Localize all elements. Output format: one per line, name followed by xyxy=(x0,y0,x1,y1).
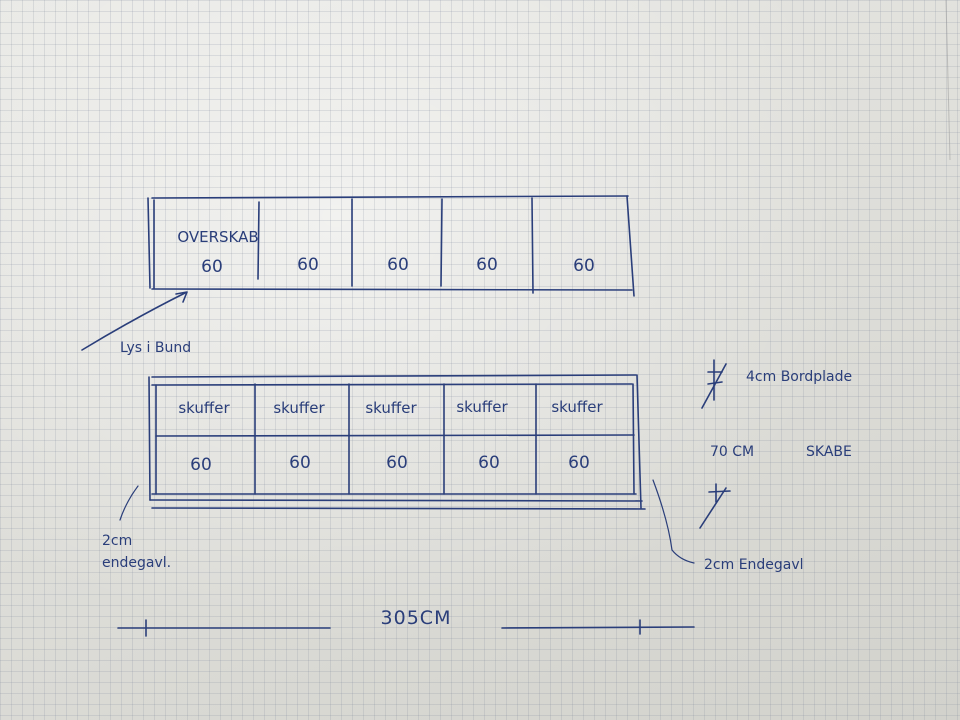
drawer-label: skuffer xyxy=(551,398,603,416)
upper-light-note: Lys i Bund xyxy=(120,340,191,356)
upper-cabinet-wall xyxy=(531,197,534,294)
left-end-pointer xyxy=(119,485,139,521)
countertop-top-edge xyxy=(151,374,637,378)
lower-cabinet-row: skuffer skuffer skuffer skuffer skuffer … xyxy=(148,374,646,510)
right-end-note: 2cm Endegavl xyxy=(704,557,804,573)
cabinet-height-marker-tick xyxy=(708,490,731,493)
lower-cabinet-width: 60 xyxy=(568,453,590,473)
upper-left-end-panel xyxy=(147,197,151,289)
countertop-bottom-edge xyxy=(151,383,633,386)
right-end-pointer xyxy=(652,479,695,564)
drawer-label: skuffer xyxy=(178,399,230,417)
drawer-label: skuffer xyxy=(456,398,508,416)
upper-cabinet-wall xyxy=(440,198,443,287)
upper-cabinet-row: OVERSKAB 60 60 60 60 60 xyxy=(147,195,635,297)
countertop-marker-slash xyxy=(701,363,727,409)
total-width-dimension: 305CM xyxy=(117,607,695,637)
upper-right-end-panel xyxy=(626,195,635,297)
lower-cabinet-width: 60 xyxy=(386,453,408,473)
countertop-note: 4cm Bordplade xyxy=(746,369,852,385)
height-markers xyxy=(699,359,731,529)
drawer-label: skuffer xyxy=(365,399,417,417)
left-end-note-size: 2cm xyxy=(102,533,132,549)
light-arrow xyxy=(81,291,188,351)
upper-bottom-edge xyxy=(151,288,633,291)
lower-right-end-panel xyxy=(636,374,642,509)
cabinet-height-value: 70 CM xyxy=(710,444,754,460)
upper-top-edge xyxy=(151,195,629,199)
lower-cabinet-width: 60 xyxy=(190,455,212,475)
plinth-top-edge xyxy=(149,499,643,502)
upper-cabinet-wall xyxy=(257,201,260,280)
cabinet-height-marker-slash xyxy=(699,487,727,529)
upper-cabinet-width: 60 xyxy=(201,257,223,277)
lower-cabinet-width: 60 xyxy=(289,453,311,473)
cabinet-height-label: SKABE xyxy=(806,444,852,460)
arrow-shaft xyxy=(81,292,186,351)
upper-cabinet-width: 60 xyxy=(387,255,409,275)
total-width-label: 305CM xyxy=(381,607,452,629)
upper-cabinet-width: 60 xyxy=(573,256,595,276)
drawer-divider xyxy=(155,434,635,437)
dimension-line-right xyxy=(501,626,695,629)
left-end-note-text: endegavl. xyxy=(102,555,171,571)
plinth-bottom-edge xyxy=(151,507,646,510)
arrow-head xyxy=(175,291,188,303)
lower-cabinet-width: 60 xyxy=(478,453,500,473)
lower-left-end-panel xyxy=(148,376,151,501)
upper-cabinet-width: 60 xyxy=(476,255,498,275)
paper-margin-line xyxy=(945,0,951,161)
upper-cabinet-width: 60 xyxy=(297,255,319,275)
upper-first-cabinet-label: OVERSKAB xyxy=(177,228,258,246)
lower-cabinet-wall xyxy=(632,383,635,495)
drawer-label: skuffer xyxy=(273,399,325,417)
